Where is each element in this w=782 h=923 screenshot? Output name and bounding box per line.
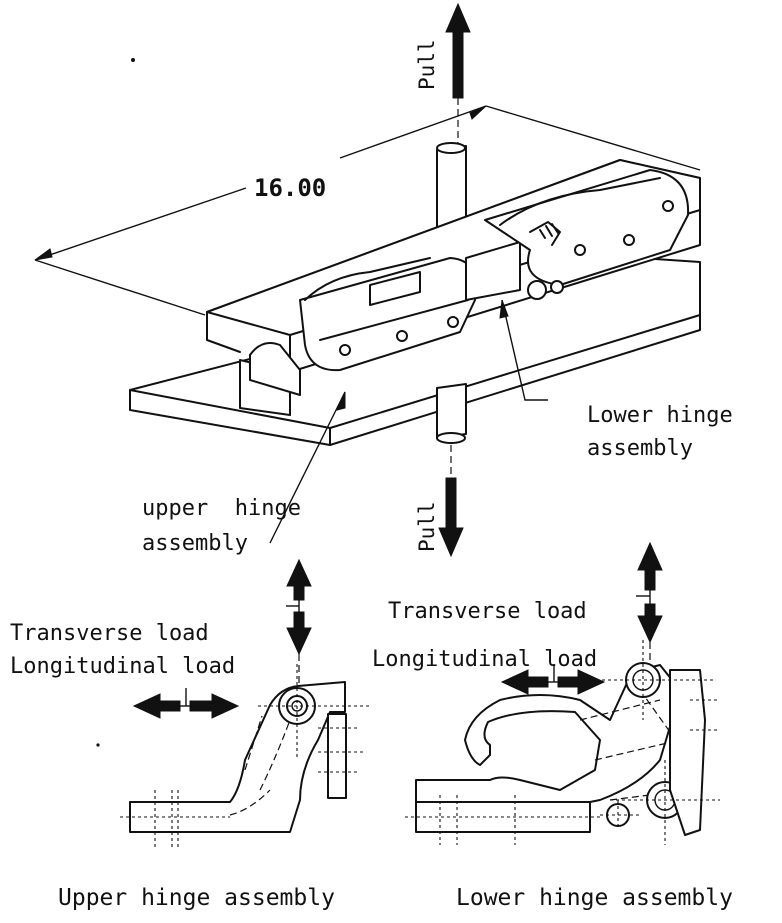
transverse-load-arrow-left [286,558,312,690]
pull-label-top: Pull [415,39,439,90]
lower-hinge-callout: Lower hinge assembly [587,403,746,461]
upper-hinge-callout-line-2: assembly [142,531,248,556]
upper-hinge-callout-line-1: upper hinge [142,496,301,521]
longitudinal-load-label-right: Longitudinal load [372,647,597,672]
transverse-load-label-right: Transverse load [388,599,587,624]
upper-hinge-callout: upper hinge assembly [0,0,367,556]
lower-hinge-part [465,169,690,301]
dimension-value: 16.00 [254,174,326,202]
dimension-line [34,105,701,316]
lower-hinge-callout-line-1: Lower hinge [587,403,733,428]
callout-leaders [269,299,548,544]
pull-arrow-bottom [438,477,464,558]
longitudinal-load-label-left: Longitudinal load [10,654,235,679]
upper-hinge-part [249,257,478,396]
speck-mark [131,58,135,62]
pull-arrow-top [445,2,471,150]
upper-hinge-detail [120,558,372,850]
test-fixture-isometric: Pull 16.00 [34,2,701,558]
speck-mark [96,743,100,747]
lower-hinge-detail [405,541,720,845]
longitudinal-load-arrow-right [500,664,606,695]
transverse-load-label-left: Transverse load [10,621,209,646]
lower-load-rod [436,383,467,478]
lower-hinge-caption: Lower hinge assembly [456,885,733,911]
pull-label-bottom: Pull [415,501,439,552]
upper-hinge-caption: Upper hinge assembly [58,885,335,911]
lower-hinge-callout-line-2: assembly [587,436,693,461]
longitudinal-load-arrow-left [132,688,240,719]
